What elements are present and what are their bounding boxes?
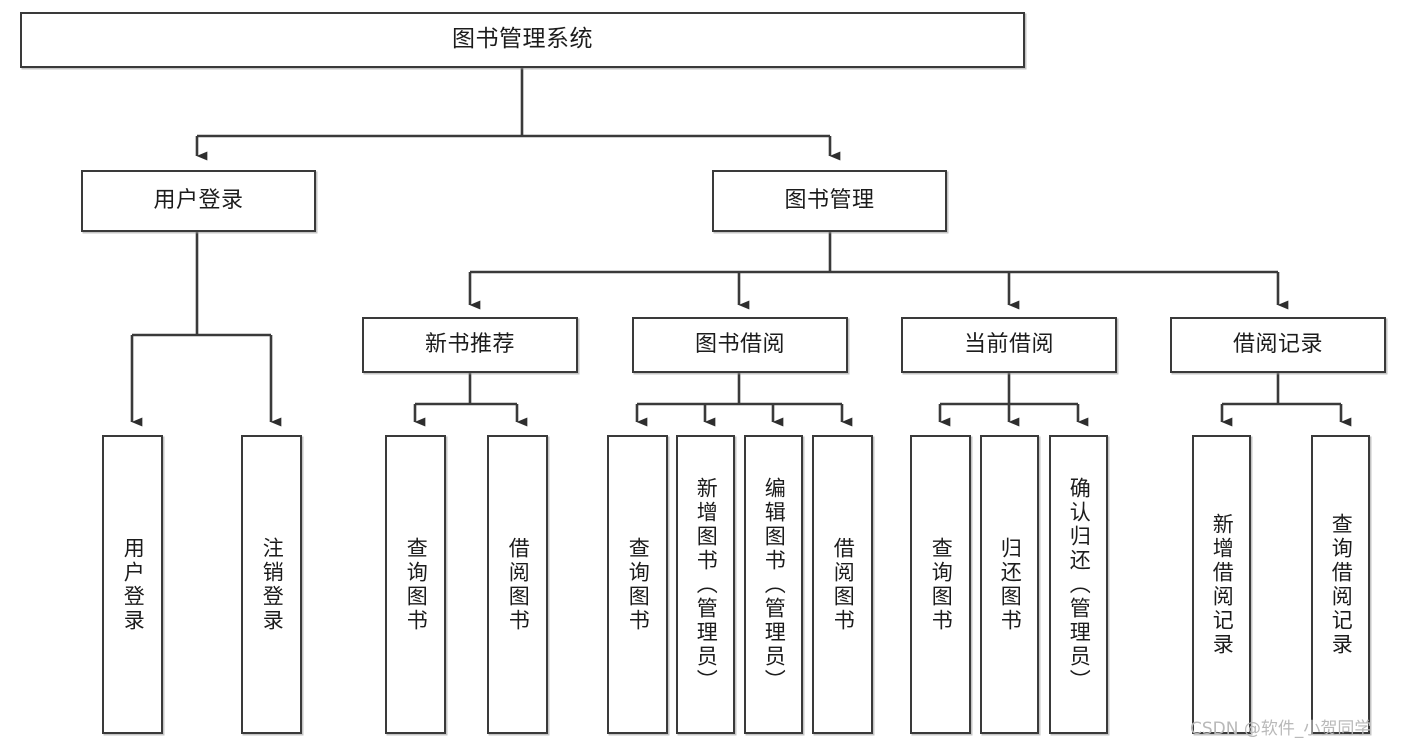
node-borrow-record-label: 借阅记录: [1232, 332, 1323, 358]
node-leaf-user-login-label: 用户登录: [121, 536, 146, 633]
node-leaf-return-book[interactable]: 归还图书: [980, 435, 1039, 734]
node-leaf-query-book-3[interactable]: 查询图书: [910, 435, 971, 734]
node-leaf-logout[interactable]: 注销登录: [241, 435, 302, 734]
node-leaf-logout-label: 注销登录: [260, 536, 285, 633]
node-leaf-edit-book-label: 编辑图书（管理员）: [762, 476, 787, 693]
node-leaf-user-login[interactable]: 用户登录: [102, 435, 163, 734]
node-book-borrow-label: 图书借阅: [694, 332, 785, 358]
node-leaf-query-record-label: 查询借阅记录: [1329, 512, 1354, 657]
node-leaf-query-record[interactable]: 查询借阅记录: [1311, 435, 1370, 734]
node-leaf-borrow-book-2-label: 借阅图书: [831, 536, 856, 633]
node-leaf-confirm-return-label: 确认归还（管理员）: [1067, 476, 1092, 693]
node-leaf-add-book[interactable]: 新增图书（管理员）: [676, 435, 735, 734]
node-book-borrow[interactable]: 图书借阅: [632, 317, 848, 373]
node-leaf-confirm-return[interactable]: 确认归还（管理员）: [1049, 435, 1108, 734]
node-leaf-borrow-book-2[interactable]: 借阅图书: [812, 435, 873, 734]
node-leaf-return-book-label: 归还图书: [998, 536, 1023, 633]
node-book-manage-label: 图书管理: [784, 188, 875, 214]
node-leaf-borrow-book-1-label: 借阅图书: [506, 536, 531, 633]
node-leaf-borrow-book-1[interactable]: 借阅图书: [487, 435, 548, 734]
node-leaf-query-book-2[interactable]: 查询图书: [607, 435, 668, 734]
node-leaf-edit-book[interactable]: 编辑图书（管理员）: [744, 435, 803, 734]
node-root-system[interactable]: 图书管理系统: [20, 12, 1025, 68]
node-user-login-label: 用户登录: [153, 188, 244, 214]
node-user-login[interactable]: 用户登录: [81, 170, 316, 232]
node-current-borrow-label: 当前借阅: [963, 332, 1054, 358]
node-borrow-record[interactable]: 借阅记录: [1170, 317, 1386, 373]
node-current-borrow[interactable]: 当前借阅: [901, 317, 1117, 373]
node-leaf-query-book-1[interactable]: 查询图书: [385, 435, 446, 734]
node-leaf-add-record[interactable]: 新增借阅记录: [1192, 435, 1251, 734]
node-leaf-add-record-label: 新增借阅记录: [1210, 512, 1235, 657]
node-new-book-recommend[interactable]: 新书推荐: [362, 317, 578, 373]
node-root-system-label: 图书管理系统: [452, 26, 593, 53]
node-leaf-query-book-2-label: 查询图书: [626, 536, 651, 633]
node-leaf-query-book-1-label: 查询图书: [404, 536, 429, 633]
node-book-manage[interactable]: 图书管理: [712, 170, 947, 232]
node-new-book-recommend-label: 新书推荐: [424, 332, 515, 358]
csdn-watermark: CSDN @软件_小贺同学: [1190, 719, 1372, 739]
node-leaf-add-book-label: 新增图书（管理员）: [694, 476, 719, 693]
node-leaf-query-book-3-label: 查询图书: [929, 536, 954, 633]
